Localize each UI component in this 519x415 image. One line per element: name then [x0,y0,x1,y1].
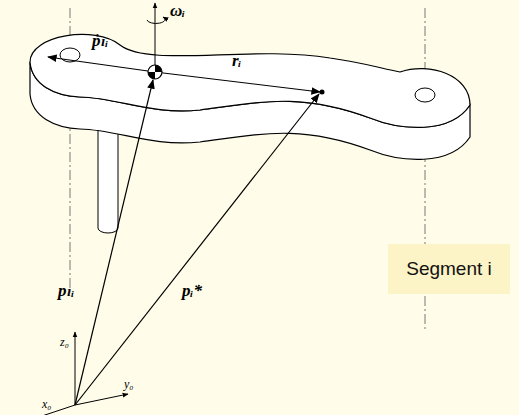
vector-label: rᵢ [232,52,242,71]
angular-velocity-label: ωᵢ [170,2,185,21]
caption-box: Segment i [388,244,510,294]
velocity-label: ṗₗᵢ [92,32,108,51]
axis-label: x₀ [42,398,52,411]
axis-label: y₀ [124,378,134,391]
vector-label: pₗᵢ [58,282,74,301]
vector-label: pᵢ* [182,282,202,301]
axis-label: z₀ [60,336,69,349]
caption-text: Segment i [406,258,492,280]
